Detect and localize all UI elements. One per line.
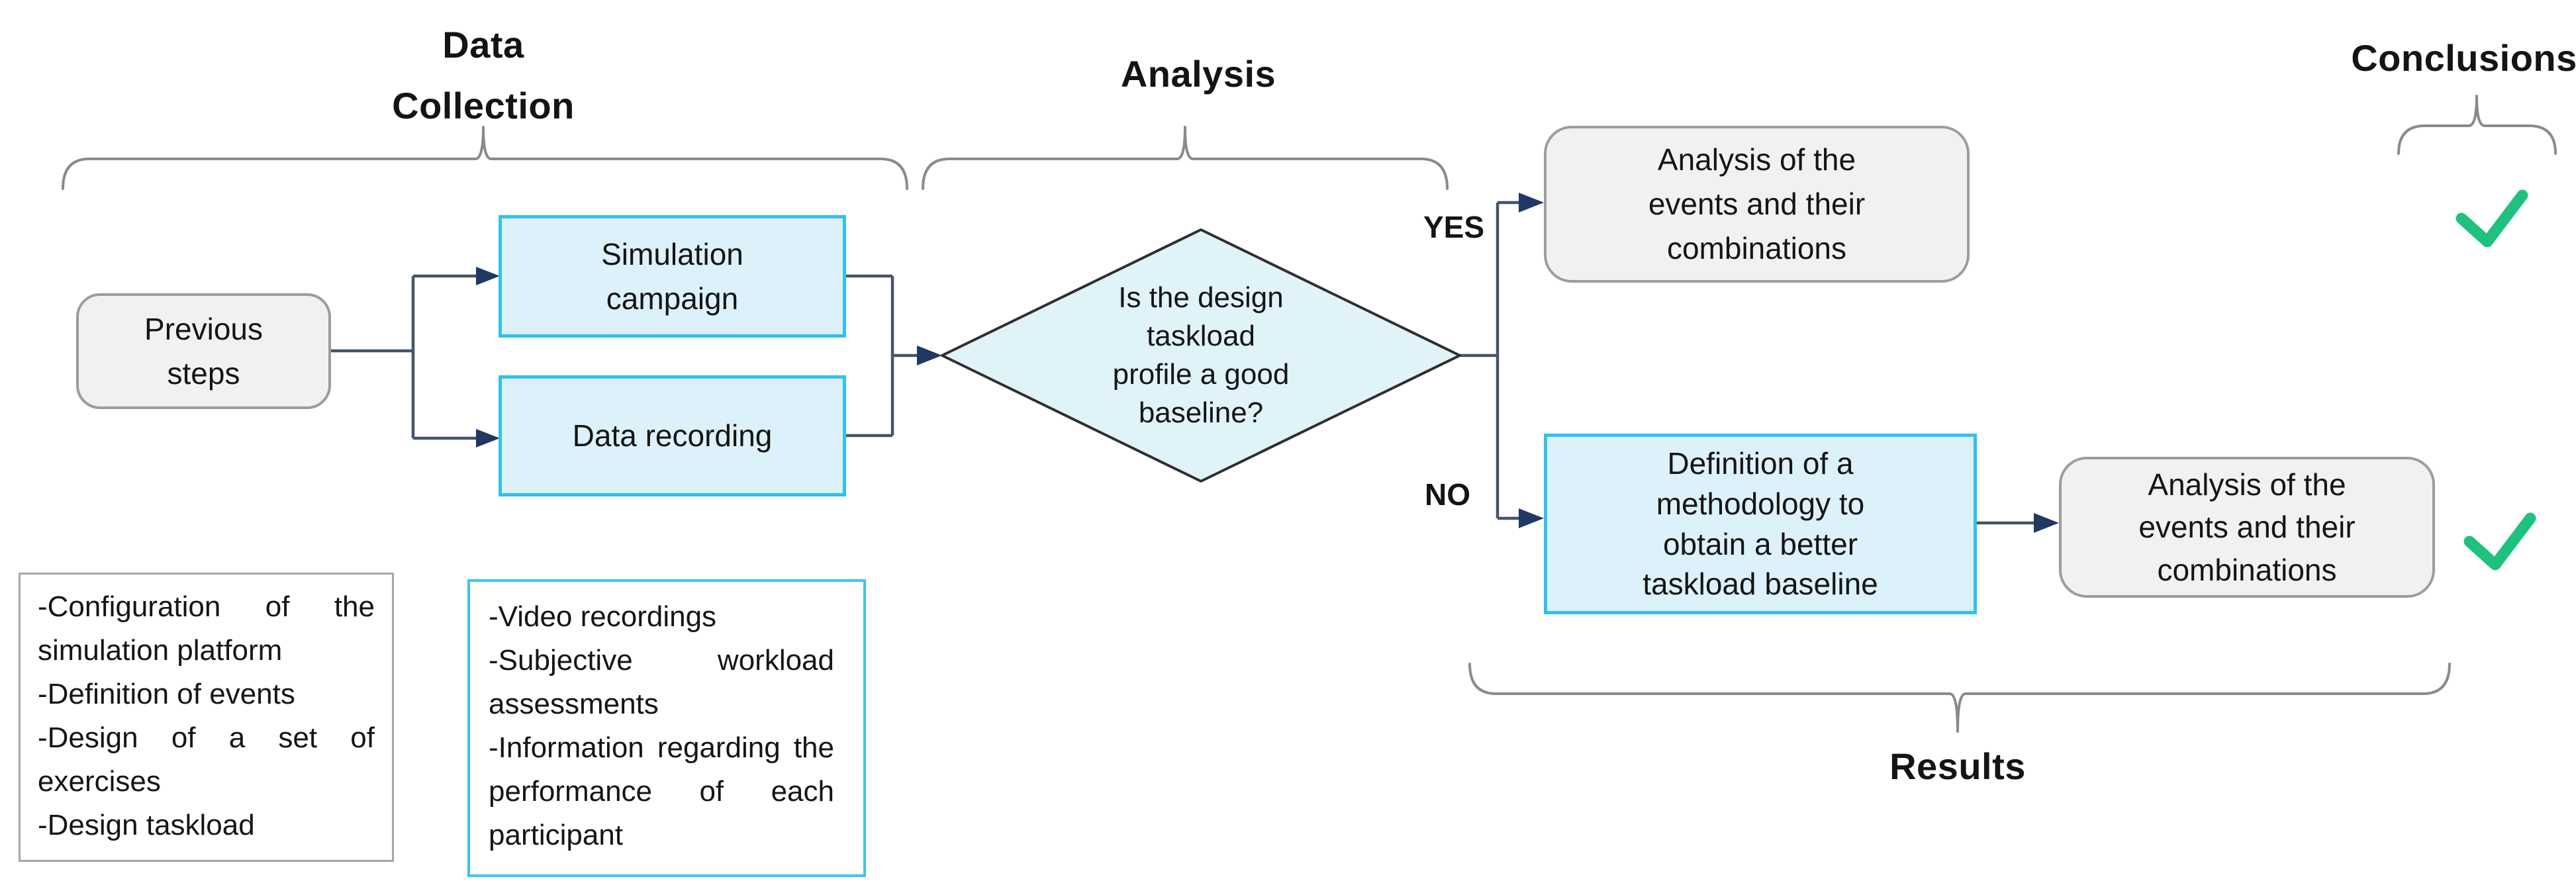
note-item: -Configuration of the simulation platfor… <box>38 590 375 667</box>
note-box-data-collection-details: -Configuration of the simulation platfor… <box>19 573 394 862</box>
branch-label-yes: YES <box>1423 210 1485 244</box>
brace-conclusions <box>2397 95 2557 155</box>
arrowhead-to-data-recording <box>476 429 500 447</box>
brace-analysis <box>922 126 1449 190</box>
connector-decision-branches <box>1460 201 1521 520</box>
node-previous-steps: Previous steps <box>76 293 331 409</box>
section-title-data-collection: Data Collection <box>392 24 575 126</box>
note-item: -Design taskload <box>38 809 255 841</box>
note-item: -Information regarding the performance o… <box>489 731 834 851</box>
node-decision-text: Is the design taskload profile a good ba… <box>1112 281 1290 430</box>
section-title-analysis: Analysis <box>1120 53 1276 95</box>
note-item: -Design of a set of exercises <box>38 722 375 798</box>
section-title-results: Results <box>1889 745 2026 787</box>
check-icon <box>2456 189 2528 248</box>
check-icon <box>2463 512 2536 571</box>
connector-merge-to-decision <box>846 274 919 438</box>
brace-data-collection <box>62 126 908 190</box>
arrowhead-to-analysis-yes <box>1519 193 1544 212</box>
connector-previous-to-split <box>331 274 478 440</box>
note-box-recording-details: -Video recordings -Subjective workload as… <box>467 579 866 877</box>
note-item: -Subjective workload assessments <box>489 644 834 720</box>
node-data-recording: Data recording <box>499 375 846 496</box>
section-title-conclusions: Conclusions <box>2351 37 2576 79</box>
branch-label-no: NO <box>1425 477 1470 512</box>
arrowhead-to-simulation-campaign <box>476 267 500 285</box>
decision-diamond-shape <box>941 228 1461 483</box>
arrowhead-to-definition <box>1519 508 1544 528</box>
node-simulation-campaign: Simulation campaign <box>499 215 846 338</box>
node-definition-methodology: Definition of a methodology to obtain a … <box>1544 434 1977 614</box>
brace-results <box>1468 663 2451 733</box>
node-analysis-events-yes: Analysis of the events and their combina… <box>1544 126 1970 283</box>
node-analysis-events-no: Analysis of the events and their combina… <box>2059 457 2435 598</box>
note-item: -Definition of events <box>38 678 295 710</box>
arrowhead-to-decision <box>917 346 942 365</box>
arrowhead-to-analysis-no <box>2034 513 2059 533</box>
note-item: -Video recordings <box>489 600 717 633</box>
